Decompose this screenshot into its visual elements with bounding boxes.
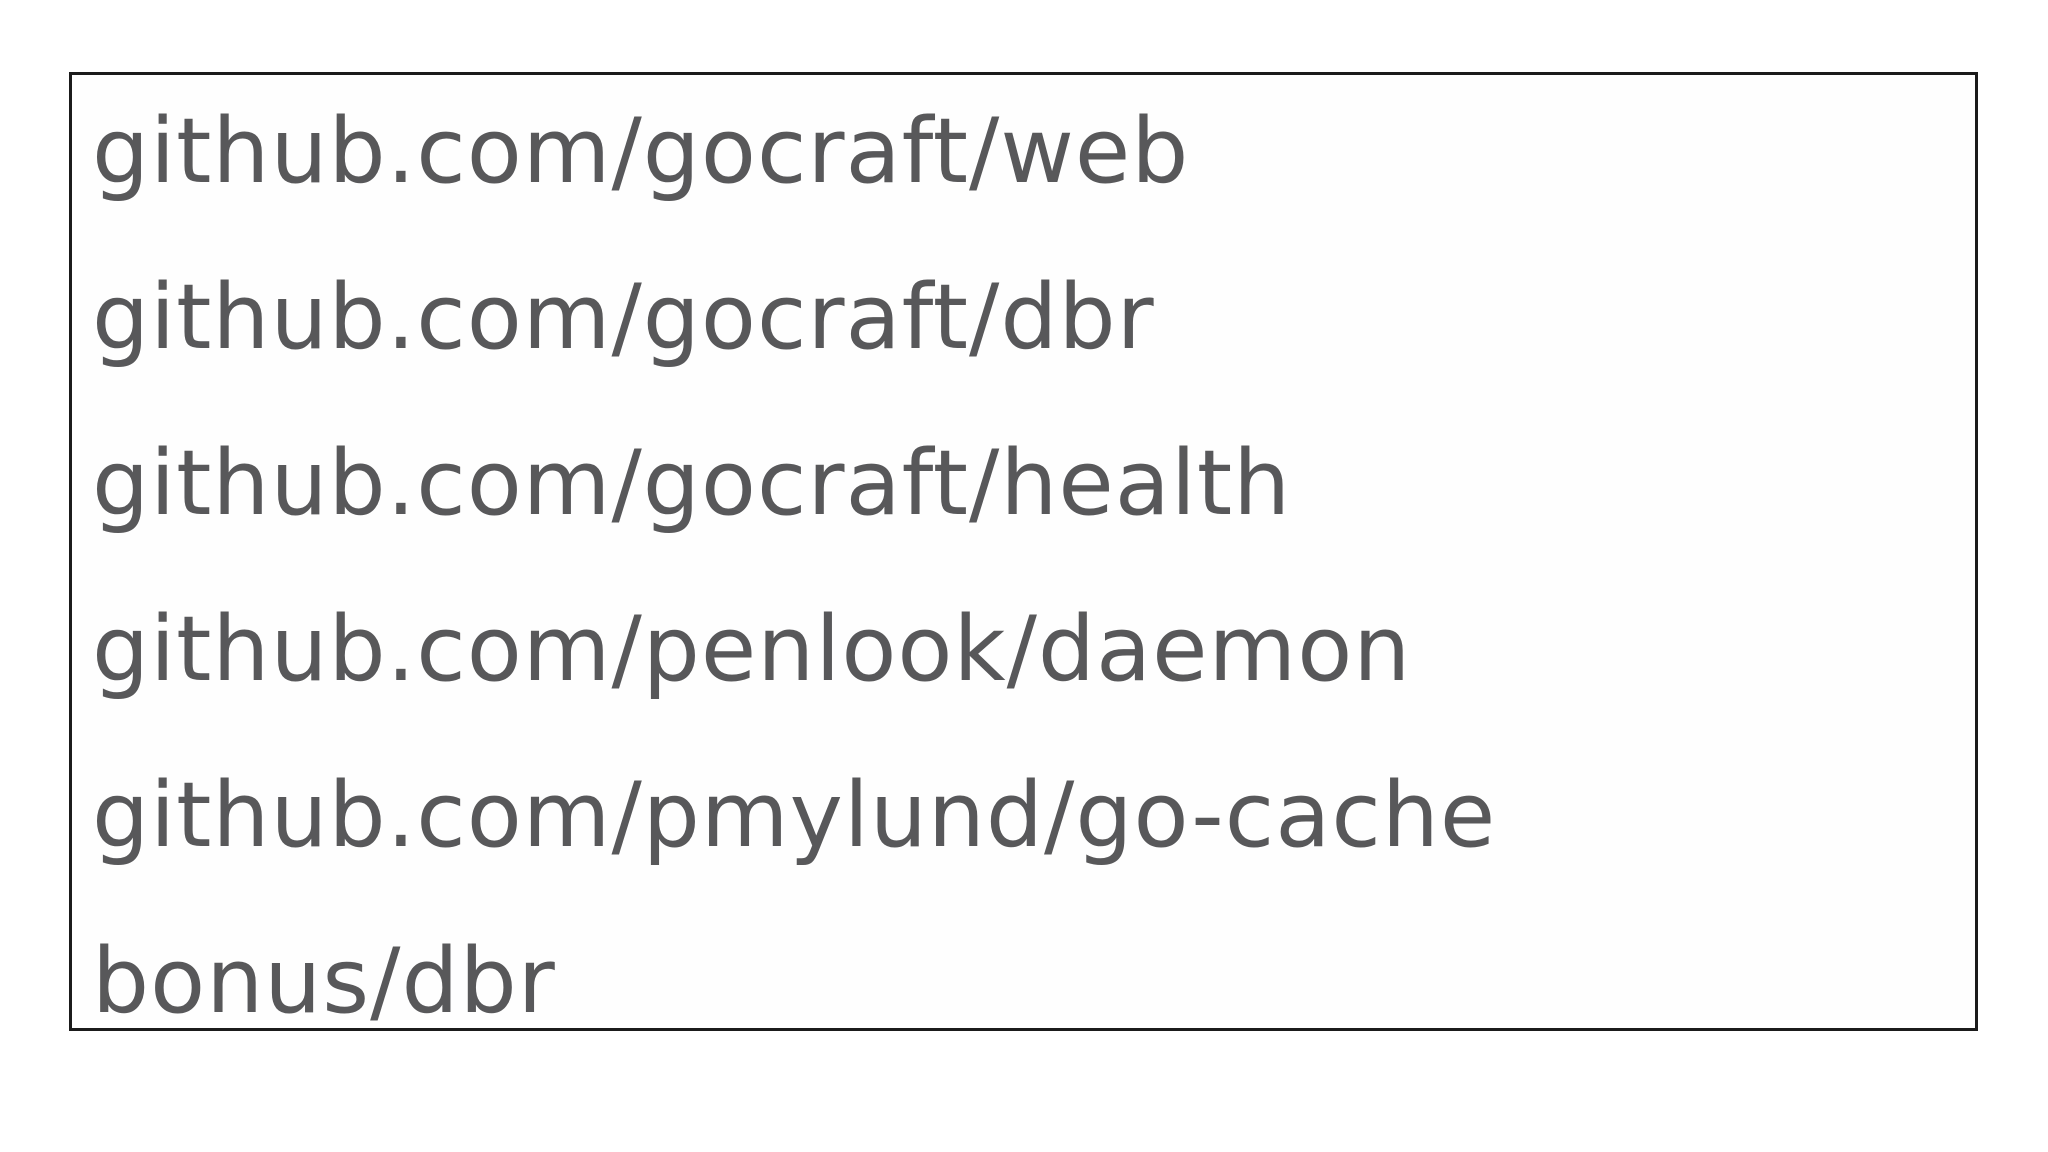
- list-item: github.com/penlook/daemon: [92, 597, 1412, 702]
- list-item: github.com/gocraft/web: [92, 99, 1190, 204]
- list-item: github.com/gocraft/dbr: [92, 265, 1155, 370]
- list-item: bonus/dbr: [92, 929, 556, 1031]
- list-item: github.com/gocraft/health: [92, 431, 1292, 536]
- dependency-list-box: github.com/gocraft/web github.com/gocraf…: [69, 72, 1978, 1031]
- list-item: github.com/pmylund/go-cache: [92, 763, 1497, 868]
